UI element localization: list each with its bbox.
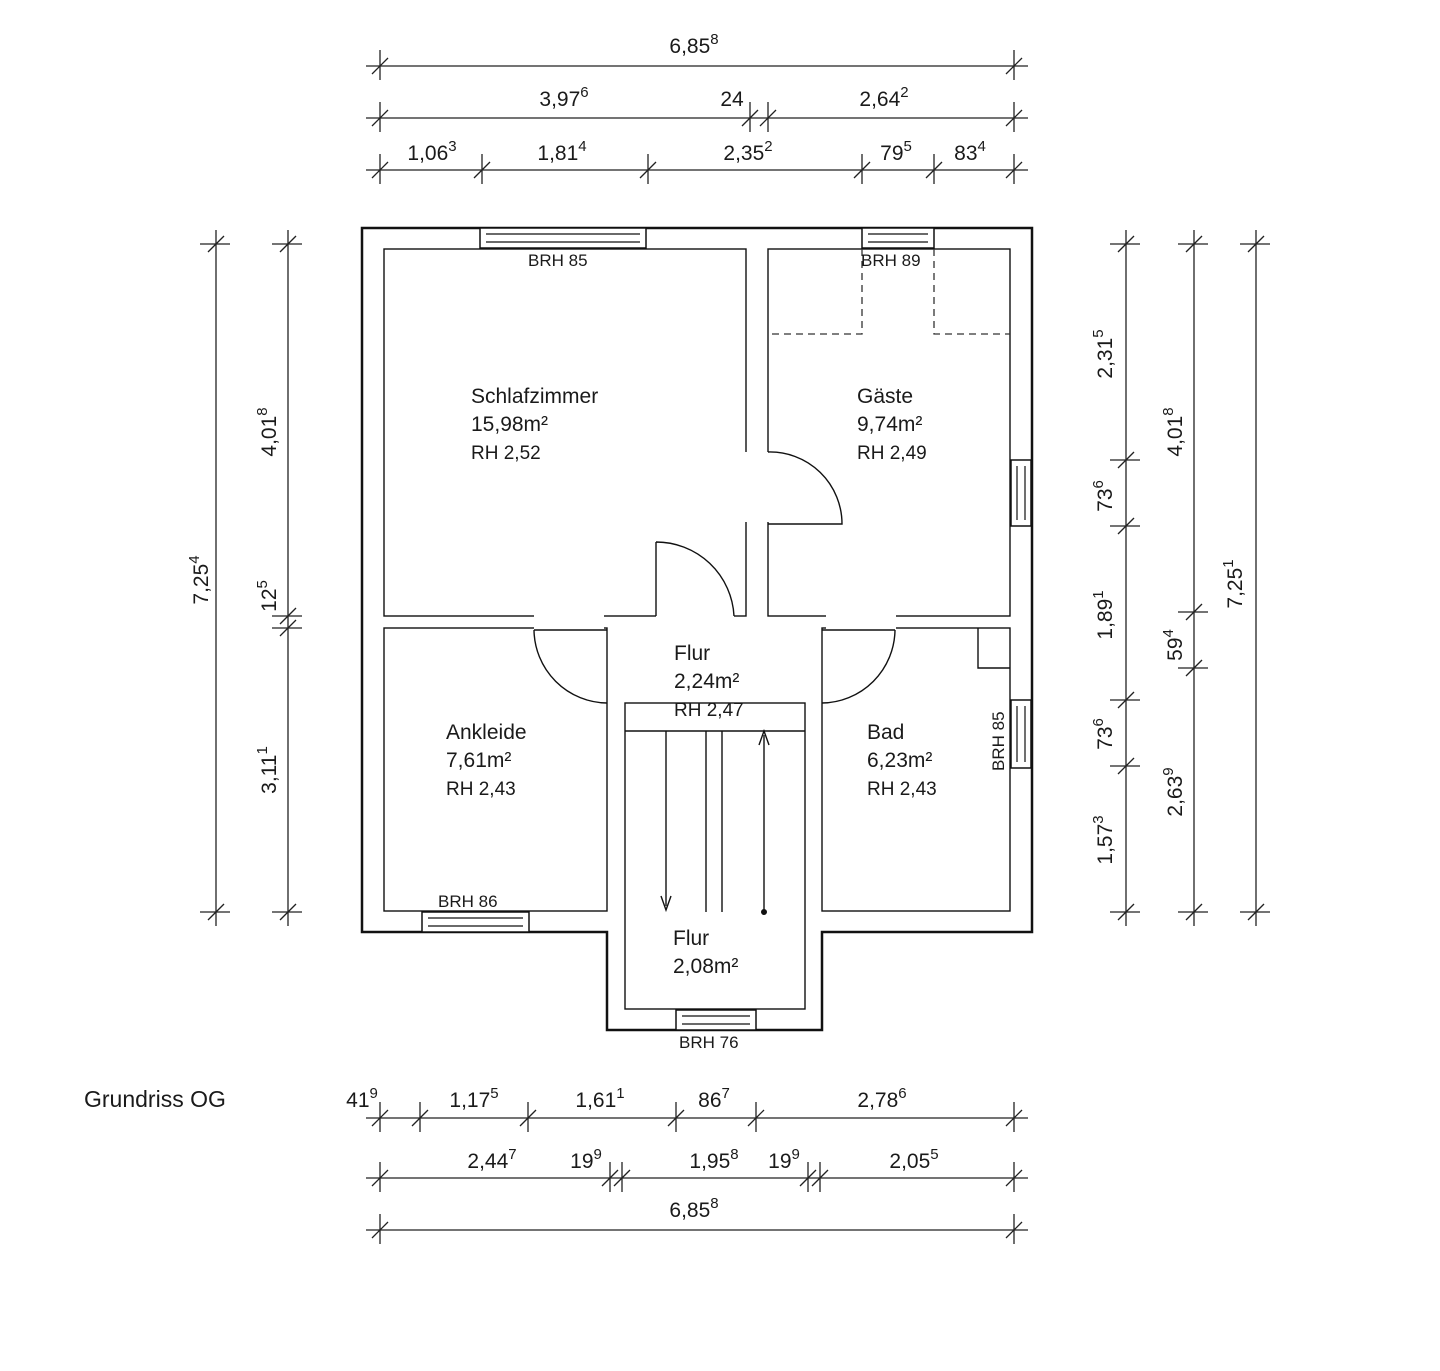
window-label-gaeste: BRH 89 — [861, 251, 921, 270]
window-bad — [1010, 699, 1032, 769]
dim-label-bottom2-4: 2,055 — [889, 1146, 938, 1173]
dim-chain-top1: 6,858 — [366, 31, 1028, 80]
dim-label-right1-2: 1,891 — [1090, 590, 1117, 639]
dim-label-left1-0: 7,254 — [186, 555, 213, 604]
sloped-ceiling-lines — [768, 249, 1010, 335]
dim-label-top2-0: 3,976 — [539, 84, 588, 111]
dim-chain-bottom1: 419 1,175 1,611 867 2,786 — [346, 1085, 1028, 1132]
drawing-caption: Grundriss OG — [84, 1086, 226, 1112]
dim-label-bottom2-1: 199 — [570, 1146, 602, 1173]
dim-label-top3-4: 834 — [954, 138, 986, 165]
dim-chain-top2: 3,976 24 2,642 — [366, 84, 1028, 132]
dim-label-left2-2: 3,111 — [254, 746, 281, 794]
dim-label-bottom1-1: 1,175 — [449, 1085, 498, 1112]
dim-chain-right2: 4,018 594 2,639 — [1160, 230, 1208, 926]
window-gaeste-side — [1010, 459, 1032, 527]
dim-label-bottom1-2: 1,611 — [575, 1085, 624, 1112]
window-ankleide — [421, 911, 530, 933]
room-name: Schlafzimmer — [471, 385, 598, 408]
dim-label-top3-3: 795 — [880, 138, 912, 165]
dim-label-bottom2-0: 2,447 — [467, 1146, 516, 1173]
door-openings — [534, 452, 896, 632]
room-area: 7,61m² — [446, 749, 511, 772]
window-label-schlafzimmer: BRH 85 — [528, 251, 588, 270]
dim-label-top1-0: 6,858 — [669, 31, 718, 58]
room-flur-unten: Flur 2,08m² — [673, 927, 738, 978]
dim-label-left2-1: 125 — [254, 580, 281, 612]
window-label-bad: BRH 85 — [989, 711, 1008, 771]
window-gaeste — [861, 227, 935, 249]
dim-label-top2-1: 24 — [720, 88, 744, 111]
room-height: RH 2,47 — [674, 700, 744, 721]
room-height: RH 2,43 — [446, 779, 516, 800]
dim-chain-bottom2: 2,447 199 1,958 199 2,055 — [366, 1146, 1028, 1192]
dim-label-left2-0: 4,018 — [254, 407, 281, 456]
room-height: RH 2,43 — [867, 779, 937, 800]
room-flur-oben: Flur 2,24m² RH 2,47 — [674, 642, 744, 721]
room-name: Bad — [867, 721, 904, 744]
dim-label-bottom3-0: 6,858 — [669, 1195, 718, 1222]
room-name: Gäste — [857, 385, 913, 408]
dim-label-top3-1: 1,814 — [537, 138, 586, 165]
dim-label-right2-0: 4,018 — [1160, 407, 1187, 456]
room-area: 9,74m² — [857, 413, 922, 436]
windows — [421, 227, 1032, 1031]
dim-chain-right1: 2,315 736 1,891 736 1,573 — [1090, 230, 1140, 926]
dim-label-bottom1-3: 867 — [698, 1085, 730, 1112]
room-height: RH 2,49 — [857, 443, 927, 464]
dim-label-right2-2: 2,639 — [1160, 767, 1187, 816]
window-schlafzimmer — [479, 227, 647, 249]
room-area: 2,08m² — [673, 955, 738, 978]
dim-label-bottom2-2: 1,958 — [689, 1146, 738, 1173]
room-area: 6,23m² — [867, 749, 932, 772]
dim-chain-right3: 7,251 — [1220, 230, 1270, 926]
dim-label-top3-0: 1,063 — [407, 138, 456, 165]
dim-chain-left1: 7,254 — [186, 230, 230, 926]
dim-label-bottom1-0: 419 — [346, 1085, 378, 1112]
window-labels: BRH 85 BRH 89 BRH 86 BRH 76 BRH 85 — [438, 251, 1008, 1052]
room-gaeste: Gäste 9,74m² RH 2,49 — [857, 385, 927, 464]
dimension-lines: 6,858 3,976 24 2,642 1,063 1,814 2,352 795 834 7,… — [186, 31, 1270, 1244]
dim-label-bottom1-4: 2,786 — [857, 1085, 906, 1112]
room-schlafzimmer: Schlafzimmer 15,98m² RH 2,52 — [471, 385, 598, 464]
dim-label-right2-1: 594 — [1160, 629, 1187, 661]
room-name: Ankleide — [446, 721, 527, 744]
window-label-flur: BRH 76 — [679, 1033, 739, 1052]
dim-chain-left2: 4,018 125 3,111 — [254, 230, 302, 926]
dim-label-right1-1: 736 — [1090, 480, 1117, 512]
room-name: Flur — [674, 642, 710, 665]
room-height: RH 2,52 — [471, 443, 541, 464]
dim-label-bottom2-3: 199 — [768, 1146, 800, 1173]
dim-label-right3-0: 7,251 — [1220, 559, 1247, 608]
window-label-ankleide: BRH 86 — [438, 892, 498, 911]
dim-label-right1-4: 1,573 — [1090, 815, 1117, 864]
dim-label-top3-2: 2,352 — [723, 138, 772, 165]
room-area: 15,98m² — [471, 413, 548, 436]
room-area: 2,24m² — [674, 670, 739, 693]
door-swings — [533, 451, 896, 704]
dim-chain-top3: 1,063 1,814 2,352 795 834 — [366, 138, 1028, 184]
dim-label-top2-2: 2,642 — [859, 84, 908, 111]
room-name: Flur — [673, 927, 709, 950]
window-flur — [675, 1009, 757, 1031]
room-bad: Bad 6,23m² RH 2,43 — [867, 721, 937, 800]
room-ankleide: Ankleide 7,61m² RH 2,43 — [446, 721, 527, 800]
dim-chain-bottom3: 6,858 — [366, 1195, 1028, 1244]
dim-label-right1-3: 736 — [1090, 718, 1117, 750]
dim-label-right1-0: 2,315 — [1090, 329, 1117, 378]
staircase — [625, 728, 805, 915]
